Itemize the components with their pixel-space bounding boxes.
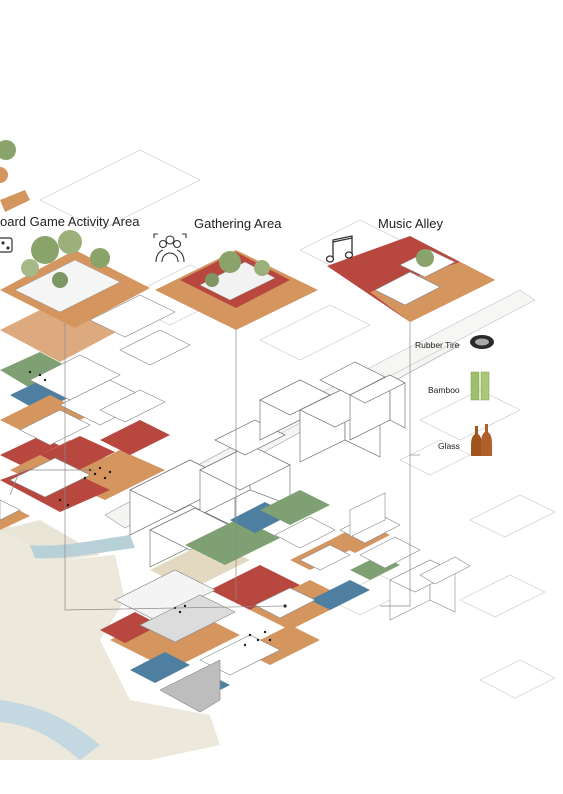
- tree-cluster: [0, 140, 30, 212]
- tire-icon: [470, 335, 494, 349]
- dice-icon: [0, 237, 13, 253]
- bamboo-label: Bamboo: [428, 385, 460, 395]
- river-upper: [30, 535, 135, 559]
- glass-label: Glass: [438, 441, 460, 451]
- glass-bottle-icon: [471, 424, 492, 456]
- sand-ground: [0, 520, 220, 760]
- board-game-area-title: oard Game Activity Area: [0, 214, 140, 229]
- gathering-platform: [155, 250, 318, 330]
- board-game-platform: [0, 230, 150, 328]
- leader-lines: [9, 320, 420, 611]
- rubber-tire-label: Rubber Tire: [415, 340, 460, 350]
- music-alley-title: Music Alley: [378, 216, 444, 231]
- central-buildings: [129, 361, 406, 568]
- left-buildings: [0, 294, 191, 521]
- river: [0, 700, 100, 760]
- music-note-icon: [325, 235, 354, 263]
- music-alley-platform: [327, 236, 495, 322]
- gathering-area-title: Gathering Area: [194, 216, 282, 231]
- people-icon: [153, 233, 187, 263]
- bamboo-icon: [470, 371, 490, 401]
